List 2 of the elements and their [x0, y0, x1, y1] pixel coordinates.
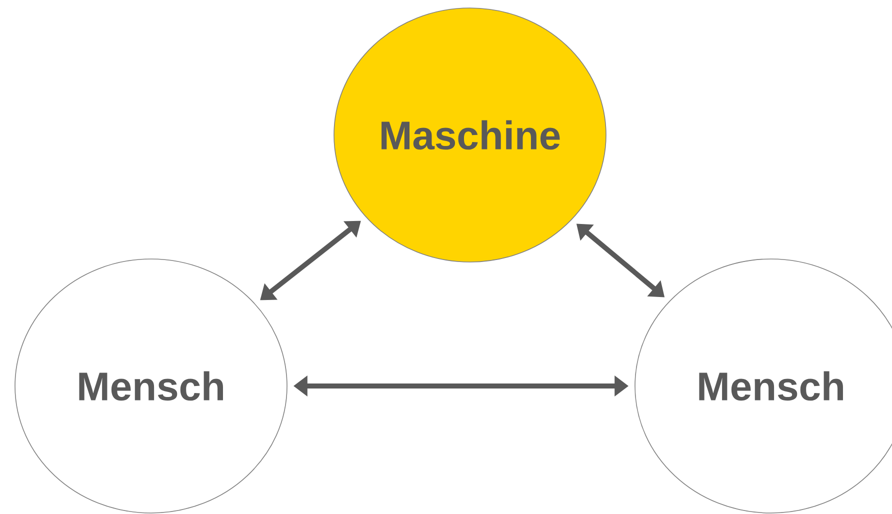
circle-node: Mensch — [14, 258, 288, 514]
circle-node: Maschine — [334, 8, 606, 262]
